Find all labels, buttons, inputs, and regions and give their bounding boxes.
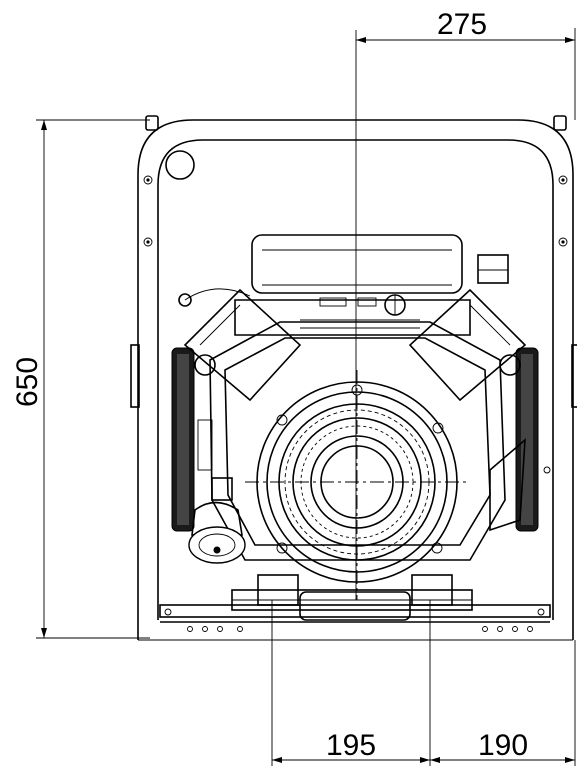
left-damper [171, 347, 195, 532]
engine-base-mount [231, 574, 473, 621]
right-damper [515, 347, 539, 532]
left-fittings [178, 288, 251, 471]
dimension-label-195: 195 [326, 729, 376, 762]
engine [183, 234, 527, 600]
dimension-label-275: 275 [437, 8, 487, 41]
dimension-top-275: 275 [355, 8, 576, 600]
tube-frame [130, 115, 577, 641]
dimension-label-650: 650 [11, 357, 44, 407]
dimension-bottom: 195 190 [271, 600, 576, 766]
dimension-left-650: 650 [11, 119, 150, 639]
dimension-label-190: 190 [478, 729, 528, 762]
right-bracket [477, 254, 551, 532]
oil-filter-cap [188, 477, 246, 564]
